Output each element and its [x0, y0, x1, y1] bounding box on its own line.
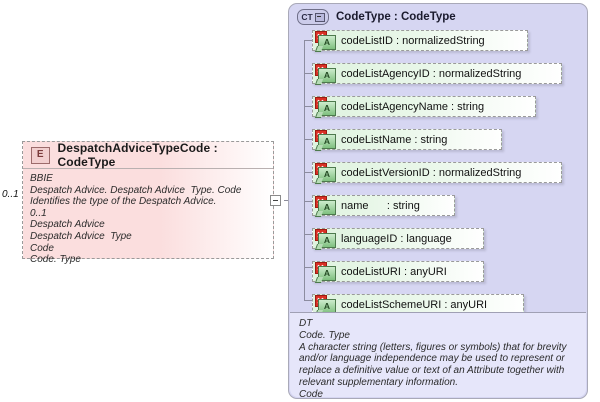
- attribute-label: name : string: [341, 199, 420, 212]
- attribute-row[interactable]: A codeListName : string: [312, 129, 502, 150]
- tree-stub: [304, 139, 312, 140]
- doc-line: Despatch Advice. Despatch Advice Type. C…: [30, 184, 242, 196]
- attribute-label: codeListVersionID : normalizedString: [341, 166, 522, 179]
- tree-stub: [304, 234, 312, 235]
- complextype-title: CodeType : CodeType: [336, 11, 456, 23]
- tree-stub: [304, 300, 312, 301]
- attribute-label: codeListSchemeURI : anyURI: [341, 298, 488, 311]
- doc-line: Despatch Advice Type: [30, 230, 132, 242]
- tree-stub: [304, 201, 312, 202]
- element-header: E DespatchAdviceTypeCode : CodeType: [23, 141, 273, 169]
- attribute-icon-label: A: [318, 134, 336, 149]
- doc-line: Identifies the type of the Despatch Advi…: [30, 196, 217, 208]
- tree-stub: [304, 106, 312, 107]
- tree-stub: [304, 172, 312, 173]
- tree-vertical-line: [304, 40, 305, 300]
- collapse-minus-icon[interactable]: [270, 195, 281, 206]
- attribute-row[interactable]: A name : string: [312, 195, 455, 216]
- attribute-prohibited-icon: A: [315, 64, 337, 83]
- attribute-row[interactable]: A codeListID : normalizedString: [312, 30, 528, 51]
- complextype-icon-label: CT: [301, 11, 313, 22]
- datatype-documentation-block: DT Code. Type A character string (letter…: [290, 312, 586, 399]
- dt-doc-line: DT: [299, 318, 313, 329]
- attribute-label: codeListAgencyName : string: [341, 100, 485, 113]
- minus-icon: [314, 12, 325, 22]
- attribute-icon-label: A: [318, 101, 336, 116]
- attribute-label: codeListAgencyID : normalizedString: [341, 67, 522, 80]
- element-documentation: BBIE Despatch Advice. Despatch Advice Ty…: [23, 169, 273, 266]
- attribute-prohibited-icon: A: [315, 130, 337, 149]
- attribute-prohibited-icon: A: [315, 97, 337, 116]
- attribute-label: codeListName : string: [341, 133, 448, 146]
- attribute-prohibited-icon: A: [315, 295, 337, 314]
- attribute-icon-label: A: [318, 167, 336, 182]
- cardinality-label: 0..1: [2, 189, 19, 200]
- complextype-header: CT CodeType : CodeType: [297, 9, 456, 25]
- dt-doc-line: A character string (letters, figures or …: [299, 341, 570, 388]
- dt-doc-line: Code. Type: [299, 329, 350, 341]
- doc-line: BBIE: [30, 173, 53, 184]
- attribute-prohibited-icon: A: [315, 196, 337, 215]
- attribute-prohibited-icon: A: [315, 262, 337, 281]
- complextype-panel-codetype: CT CodeType : CodeType A codeListID : no…: [288, 3, 588, 399]
- tree-stub: [304, 267, 312, 268]
- element-title: DespatchAdviceTypeCode : CodeType: [57, 141, 218, 169]
- attribute-row[interactable]: A codeListURI : anyURI: [312, 261, 484, 282]
- attribute-icon-label: A: [318, 35, 336, 50]
- datatype-documentation-text: DT Code. Type A character string (letter…: [290, 313, 586, 399]
- doc-line: Code: [30, 242, 54, 254]
- element-box-despatch-advice-type-code[interactable]: E DespatchAdviceTypeCode : CodeType BBIE…: [22, 141, 274, 265]
- attribute-icon-label: A: [318, 266, 336, 281]
- attribute-row[interactable]: A codeListAgencyName : string: [312, 96, 536, 117]
- doc-line: Code. Type: [30, 254, 81, 266]
- attribute-label: codeListID : normalizedString: [341, 34, 485, 47]
- attribute-row[interactable]: A codeListAgencyID : normalizedString: [312, 63, 562, 84]
- attribute-row[interactable]: A languageID : language: [312, 228, 484, 249]
- attribute-label: languageID : language: [341, 232, 452, 245]
- attribute-row[interactable]: A codeListVersionID : normalizedString: [312, 162, 562, 183]
- attribute-icon-label: A: [318, 200, 336, 215]
- element-icon: E: [31, 146, 50, 164]
- complextype-icon[interactable]: CT: [297, 9, 329, 25]
- attribute-prohibited-icon: A: [315, 229, 337, 248]
- attribute-prohibited-icon: A: [315, 31, 337, 50]
- doc-line: 0..1: [30, 207, 47, 219]
- tree-stub: [304, 73, 312, 74]
- attribute-label: codeListURI : anyURI: [341, 265, 447, 278]
- attribute-prohibited-icon: A: [315, 163, 337, 182]
- attribute-icon-label: A: [318, 233, 336, 248]
- doc-line: Despatch Advice: [30, 219, 105, 231]
- dt-doc-line: Code: [299, 388, 323, 399]
- attribute-icon-label: A: [318, 68, 336, 83]
- tree-stub: [304, 40, 312, 41]
